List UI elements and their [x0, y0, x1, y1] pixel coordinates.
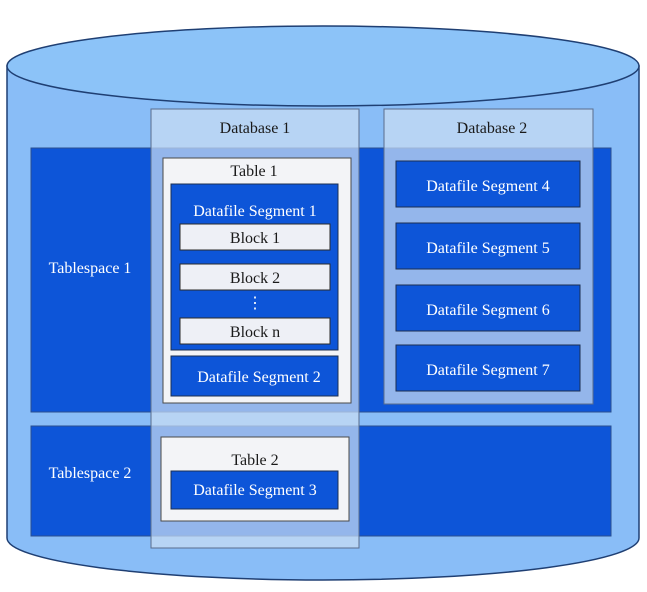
block-1-label: Block 1 — [230, 230, 280, 247]
block-1 — [179, 223, 331, 251]
block-2-label: Block 2 — [230, 270, 280, 287]
tablespace-1-label: Tablespace 1 — [49, 260, 132, 277]
database-1-label: Database 1 — [220, 120, 291, 137]
datafile-segment-7-label: Datafile Segment 7 — [426, 362, 550, 379]
datafile-segment-1-label: Datafile Segment 1 — [193, 203, 317, 220]
tablespace-2-label: Tablespace 2 — [49, 465, 132, 482]
block-n-label: Block n — [230, 324, 280, 341]
table-1-label: Table 1 — [230, 163, 277, 180]
block-n — [179, 317, 331, 345]
datafile-segment-4-label: Datafile Segment 4 — [426, 178, 550, 195]
datafile-segment-5-label: Datafile Segment 5 — [426, 240, 550, 257]
datafile-segment-6-label: Datafile Segment 6 — [426, 302, 550, 319]
datafile-segment-2-label: Datafile Segment 2 — [197, 369, 321, 386]
datafile-segment-4 — [395, 160, 581, 208]
datafile-segment-2 — [170, 355, 339, 397]
block-ellipsis: ⋮ — [247, 295, 263, 312]
datafile-segment-7 — [395, 344, 581, 392]
datafile-segment-6 — [395, 284, 581, 332]
database-2-label: Database 2 — [457, 120, 528, 137]
datafile-segment-3-label: Datafile Segment 3 — [193, 482, 317, 499]
block-2 — [179, 263, 331, 291]
datafile-segment-5 — [395, 222, 581, 270]
datafile-segment-3 — [170, 470, 339, 510]
table-2-label: Table 2 — [231, 452, 278, 469]
cylinder-top — [6, 25, 640, 107]
